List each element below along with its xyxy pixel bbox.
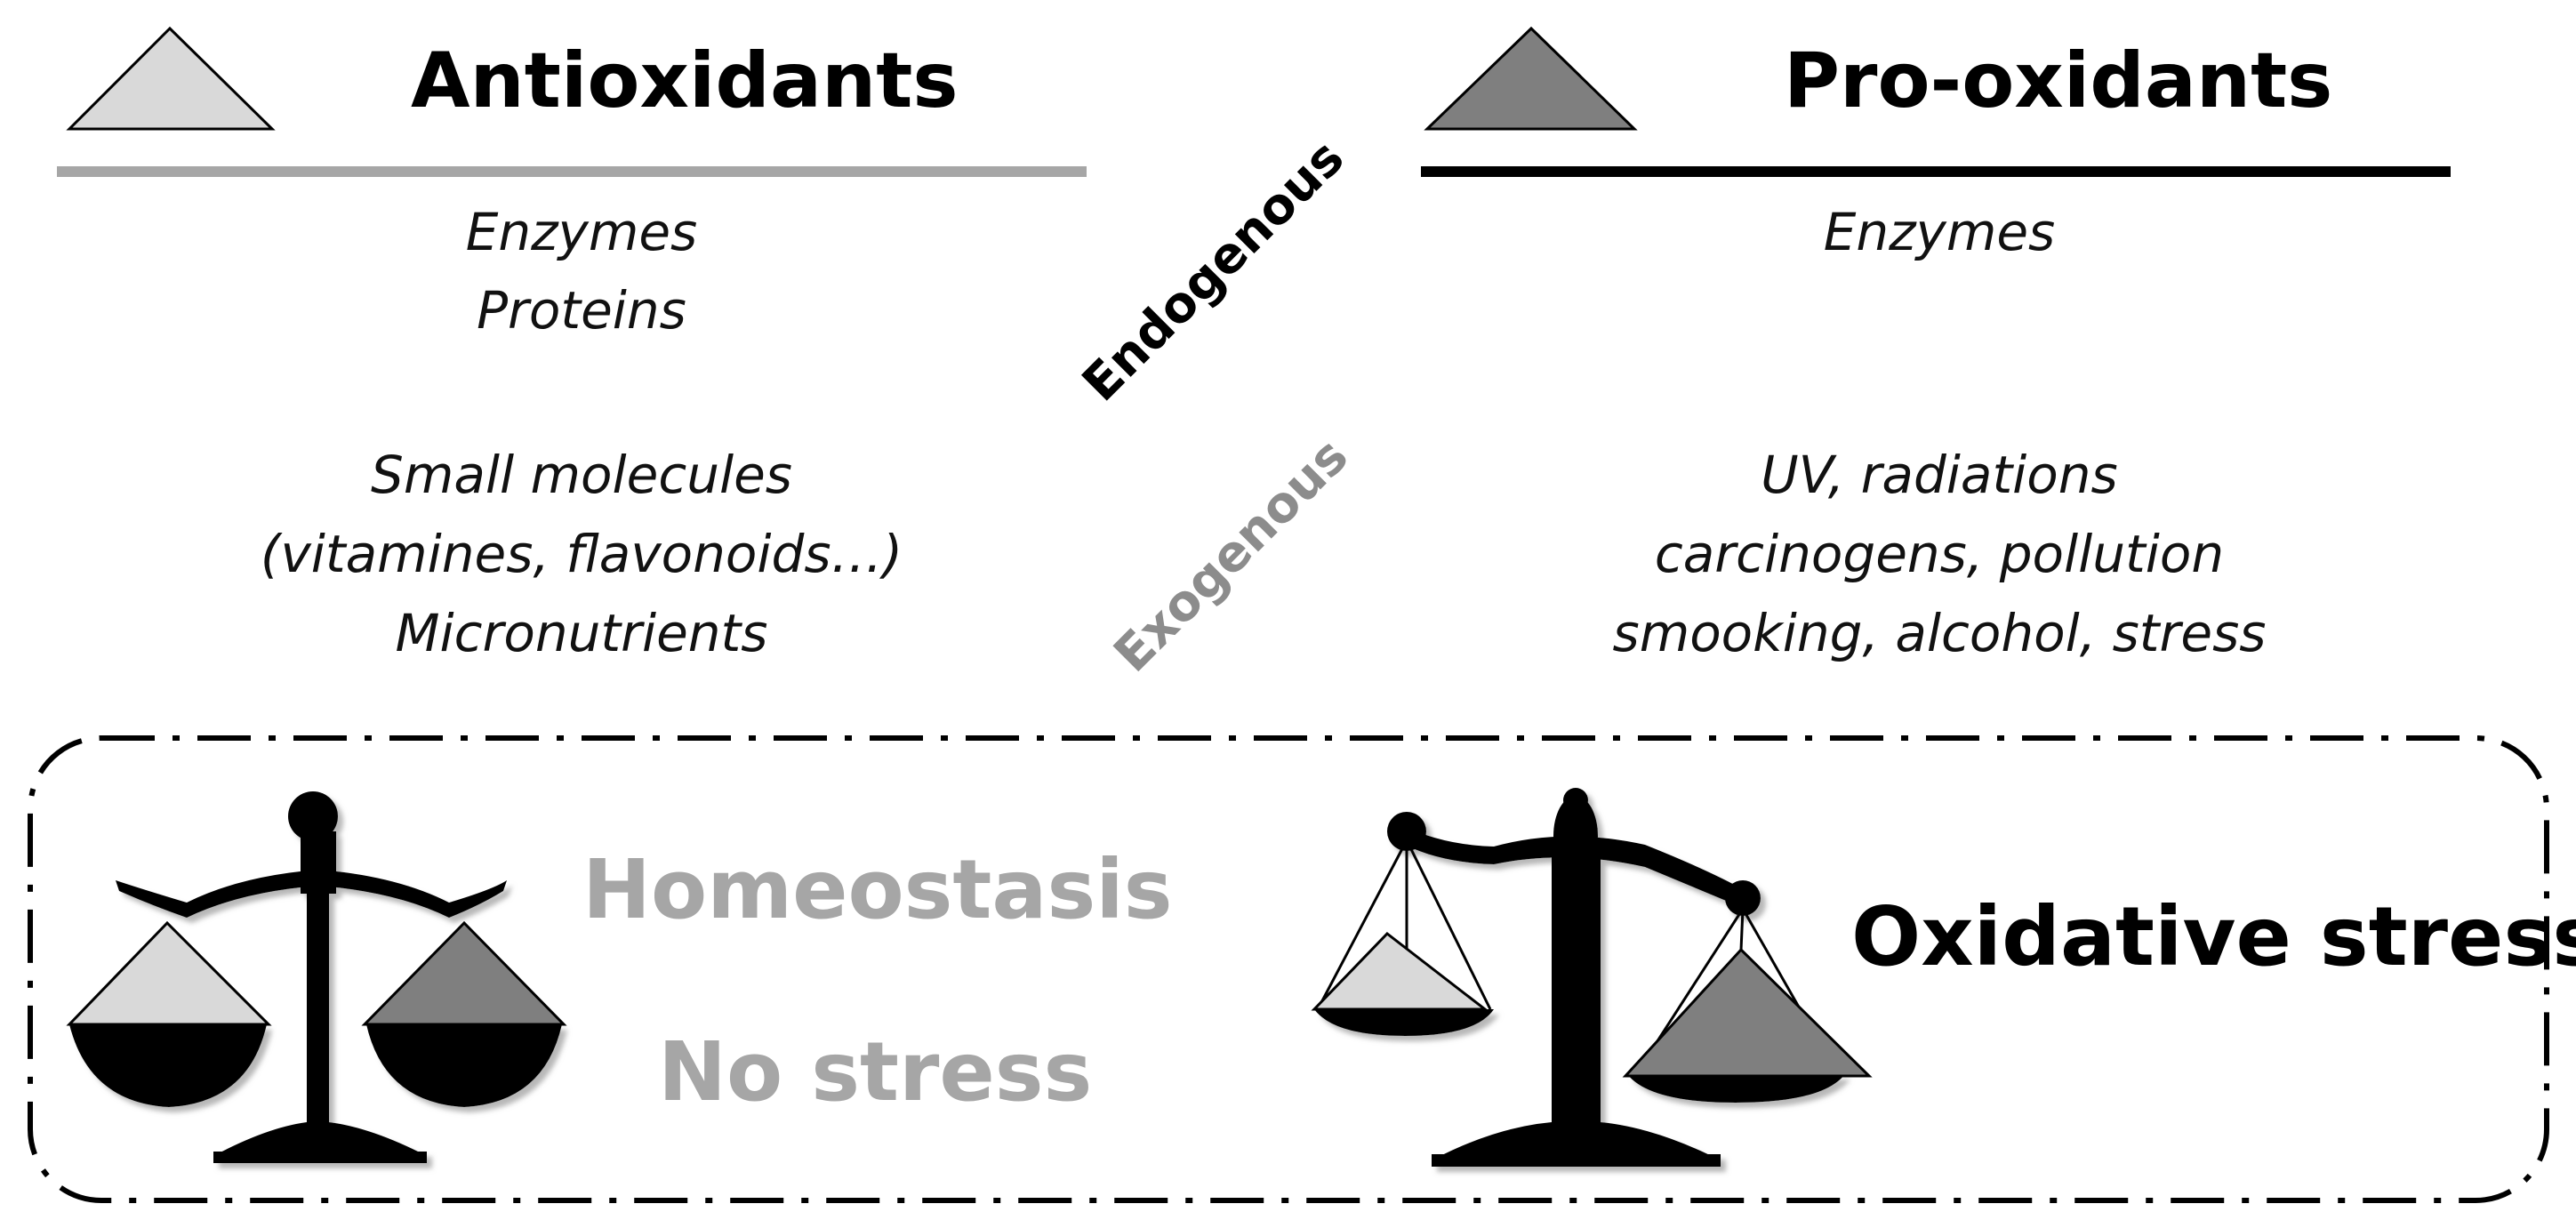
antioxidant-exogenous-item: Micronutrients bbox=[395, 603, 768, 663]
antioxidant-endogenous-item: Enzymes bbox=[465, 202, 698, 262]
prooxidant-exogenous-item: smooking, alcohol, stress bbox=[1612, 603, 2267, 663]
prooxidant-endogenous-item: Enzymes bbox=[1823, 202, 2056, 262]
oxidative-stress-label: Oxidative stress bbox=[1851, 889, 2576, 984]
antioxidant-exogenous-item: Small molecules bbox=[371, 445, 792, 505]
no-stress-label: No stress bbox=[658, 1024, 1093, 1120]
balanced-scale-icon bbox=[66, 791, 567, 1163]
antioxidants-title: Antioxidants bbox=[411, 36, 959, 125]
prooxidant-exogenous-item: carcinogens, pollution bbox=[1654, 524, 2225, 584]
antioxidant-triangle-icon bbox=[66, 26, 276, 131]
antioxidant-exogenous-item: (vitamines, flavonoids…) bbox=[260, 524, 903, 584]
antioxidants-rule bbox=[57, 166, 1087, 177]
prooxidant-exogenous-item: UV, radiations bbox=[1761, 445, 2118, 505]
prooxidants-title: Pro-oxidants bbox=[1784, 36, 2333, 125]
antioxidant-endogenous-item: Proteins bbox=[477, 280, 686, 341]
tilted-scale-icon bbox=[1311, 788, 1873, 1167]
prooxidant-triangle-icon bbox=[1424, 26, 1638, 131]
balance-frame bbox=[28, 735, 2549, 1203]
prooxidants-rule bbox=[1421, 166, 2451, 177]
homeostasis-label: Homeostasis bbox=[582, 842, 1173, 937]
